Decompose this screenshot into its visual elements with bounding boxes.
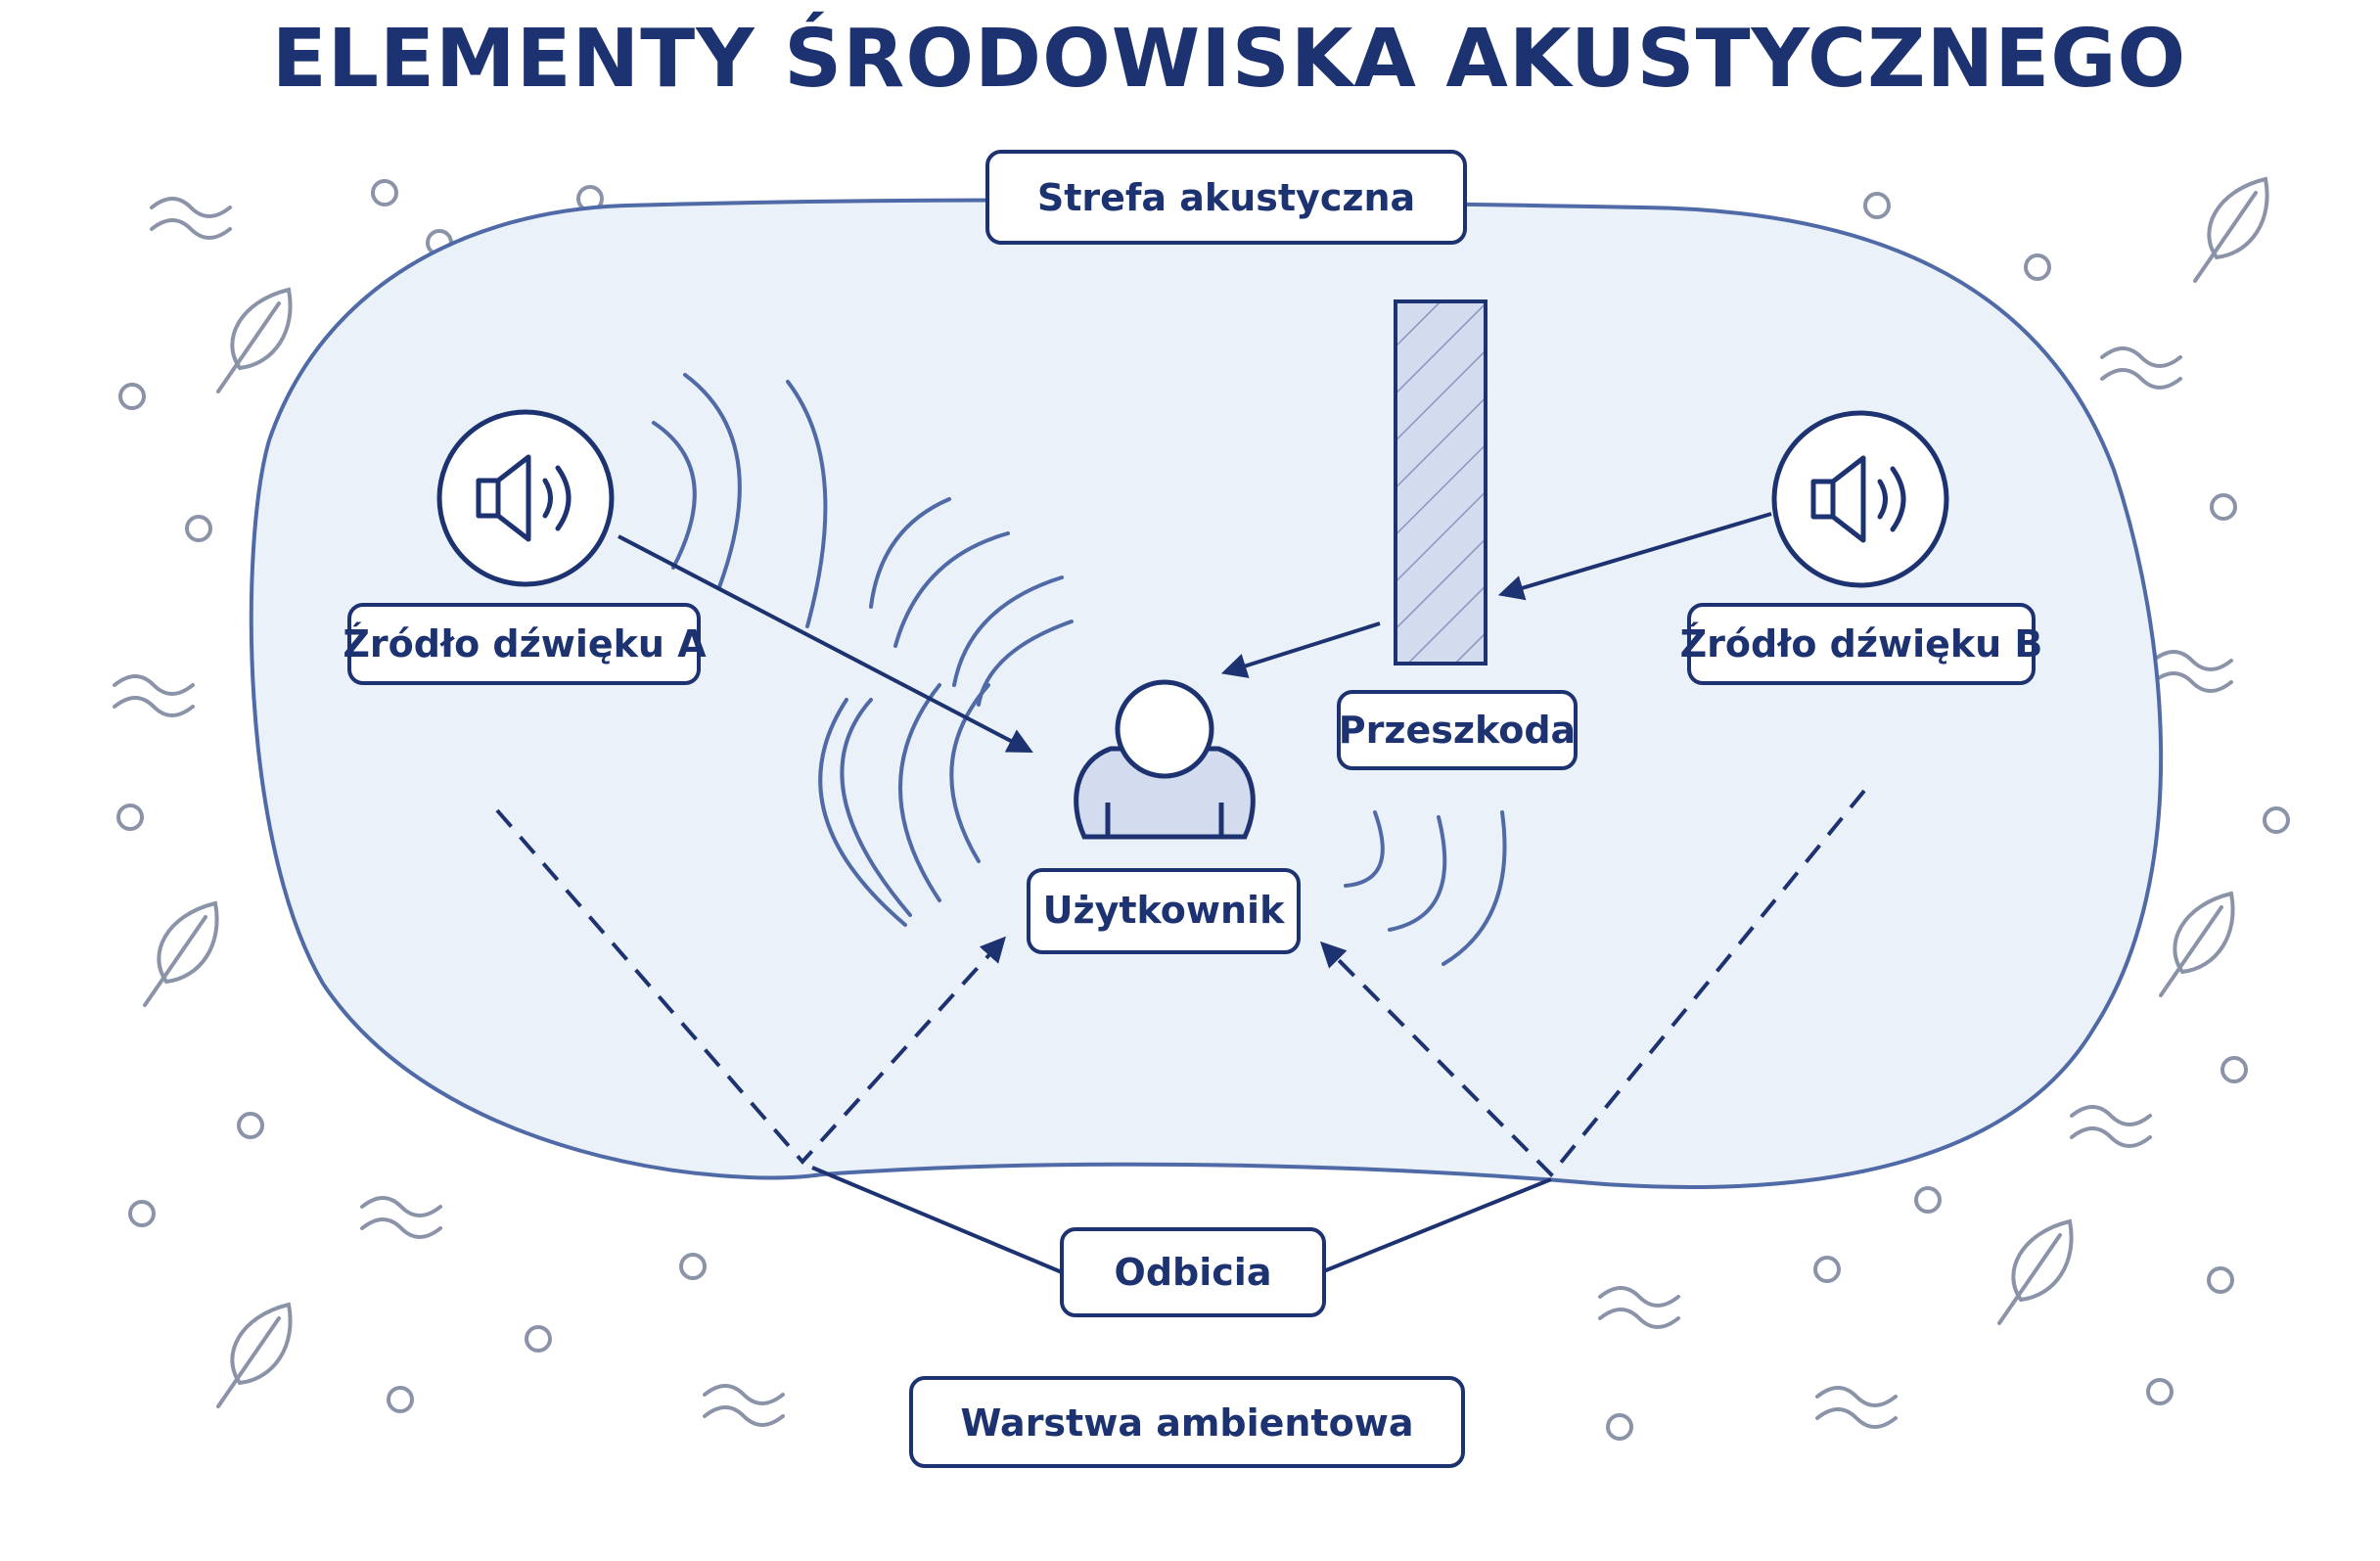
reflections-label: Odbicia	[1060, 1227, 1326, 1317]
direct-paths	[618, 512, 1772, 754]
wave-icon	[360, 1196, 442, 1239]
wave-icon	[150, 197, 232, 240]
circle-icon	[371, 179, 398, 207]
wave-icon	[1815, 1386, 1898, 1429]
circle-icon	[116, 803, 144, 831]
circle-icon	[525, 1325, 552, 1353]
circle-icon	[2024, 253, 2051, 281]
user-label: Użytkownik	[1043, 889, 1285, 932]
wave-icon	[113, 674, 195, 717]
diagram-title: ELEMENTY ŚRODOWISKA AKUSTYCZNEGO	[272, 11, 2187, 106]
circle-icon	[2220, 1056, 2248, 1083]
circle-icon	[1813, 1256, 1841, 1283]
circle-icon	[679, 1253, 707, 1280]
speaker-icon	[476, 454, 572, 542]
leaf-icon	[2159, 892, 2235, 997]
circle-icon	[185, 515, 212, 542]
zone-label-text: Strefa akustyczna	[1037, 176, 1415, 219]
reflection-connectors	[811, 1166, 1552, 1274]
reflection-paths	[495, 789, 1866, 1177]
source-a-label: Źródło dźwięku A	[343, 622, 707, 666]
path-b-to-obstacle	[1497, 512, 1772, 601]
reflections-label-text: Odbicia	[1115, 1251, 1272, 1294]
circle-icon	[2210, 493, 2237, 521]
source-b-label: Źródło dźwięku B	[1680, 622, 2043, 666]
wave-icon	[2070, 1105, 2152, 1148]
wave-icon	[1598, 1286, 1680, 1329]
path-a-to-user	[618, 534, 1033, 754]
wave-icon	[2100, 346, 2182, 390]
wave-icon	[703, 1384, 785, 1427]
leaf-icon	[216, 1303, 293, 1408]
circle-icon	[118, 383, 146, 410]
circle-icon	[128, 1200, 156, 1227]
obstacle-label-text: Przeszkoda	[1339, 709, 1576, 752]
obstacle-wall	[1394, 299, 1488, 666]
circle-icon	[2207, 1266, 2234, 1294]
user-icon	[1074, 679, 1256, 840]
ambient-layer-label-text: Warstwa ambientowa	[960, 1401, 1413, 1445]
reflection-left	[495, 808, 1006, 1166]
path-obstacle-to-user	[1220, 621, 1381, 678]
sound-source-a: Źródło dźwięku A	[343, 409, 707, 685]
circle-icon	[1606, 1413, 1633, 1441]
circle-icon	[1914, 1186, 1942, 1214]
leaf-icon	[216, 288, 293, 393]
obstacle-label: Przeszkoda	[1337, 690, 1578, 770]
circle-icon	[2263, 806, 2290, 834]
sound-waves	[652, 373, 1507, 966]
circle-icon	[2146, 1378, 2174, 1405]
ambient-layer-label: Warstwa ambientowa	[909, 1376, 1465, 1468]
sound-source-b: Źródło dźwięku B	[1680, 410, 2043, 685]
leaf-icon	[143, 901, 219, 1007]
ambient-decor	[113, 177, 2290, 1441]
reflection-right	[1319, 789, 1866, 1177]
circle-icon	[387, 1386, 414, 1413]
wave-icon	[2151, 650, 2233, 693]
speaker-icon	[1810, 455, 1906, 543]
acoustic-zone	[249, 198, 2164, 1189]
circle-icon	[237, 1112, 264, 1139]
zone-label: Strefa akustyczna	[985, 150, 1467, 245]
circle-icon	[1863, 192, 1891, 219]
leaf-icon	[1997, 1219, 2074, 1325]
user-figure: Użytkownik	[1027, 679, 1301, 954]
leaf-icon	[2193, 177, 2269, 283]
